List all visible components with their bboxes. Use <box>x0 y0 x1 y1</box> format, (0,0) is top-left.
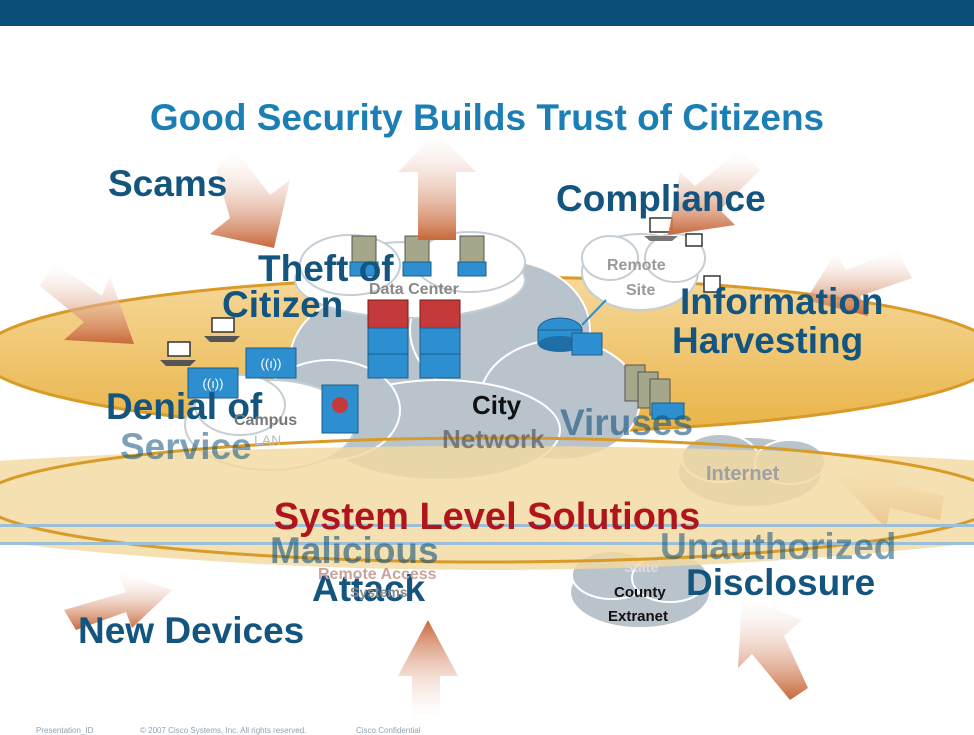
footer-presentation-id: Presentation_ID <box>36 726 94 735</box>
label-city-network-line2: Network <box>442 424 545 454</box>
laptop-icon <box>160 317 240 366</box>
threat-information-line2: Harvesting <box>672 320 864 361</box>
threat-theft-line2: Citizen <box>222 284 344 325</box>
threat-new-devices: New Devices <box>78 610 305 651</box>
blue-rule-line <box>0 542 974 545</box>
router-icon <box>537 299 607 356</box>
label-remote-site-line1: Remote <box>607 257 666 274</box>
label-campus-lan-line2: LAN <box>254 432 282 448</box>
security-ring-front <box>0 446 974 570</box>
system-level-solutions-banner: System Level Solutions <box>273 496 701 538</box>
label-remote-site-line2: Site <box>626 282 656 299</box>
label-city-network-line1: City <box>472 390 522 420</box>
server-icon <box>349 235 487 277</box>
core-switch-icon <box>321 384 359 434</box>
svg-text:((ı)): ((ı)) <box>261 356 282 371</box>
label-remote-access-line2: Systems <box>350 584 408 600</box>
svg-text:((ı)): ((ı)) <box>203 376 224 391</box>
page-title: Good Security Builds Trust of Citizens <box>149 97 825 138</box>
blue-rule-line <box>0 524 974 527</box>
footer-copyright: © 2007 Cisco Systems, Inc. All rights re… <box>140 726 307 735</box>
server-stack-icon <box>624 364 685 420</box>
top-bar <box>0 0 974 26</box>
footer-confidential: Cisco Confidential <box>356 726 421 735</box>
threat-disclosure-line1: Unauthorized <box>660 526 897 567</box>
wireless-access-point-icon: ((ı)) ((ı)) <box>187 347 297 399</box>
threat-scams: Scams <box>108 163 228 204</box>
threat-disclosure-line2: Disclosure <box>686 562 876 603</box>
label-campus-lan-line1: Campus <box>234 412 298 429</box>
label-remote-access-line1: Remote Access <box>318 566 437 583</box>
label-data-center: Data Center <box>369 281 459 298</box>
remote-site-devices-icon <box>644 217 721 293</box>
firewall-icon <box>367 299 461 379</box>
threat-denial-line1: Denial of <box>106 386 263 427</box>
threat-compliance: Compliance <box>556 178 766 219</box>
threat-viruses: Viruses <box>560 402 694 443</box>
label-extranet-line3: Extranet <box>608 608 669 625</box>
threat-theft-line1: Theft of <box>258 248 394 289</box>
security-ring-lower <box>0 436 974 564</box>
threat-malicious-line1: Malicious <box>270 530 439 571</box>
threat-information-line1: Information <box>680 281 884 322</box>
threat-denial-line2: Service <box>120 426 252 467</box>
remote-site-cloud <box>581 233 706 311</box>
label-internet: Internet <box>706 463 780 485</box>
label-extranet-line1: State <box>624 559 659 575</box>
threat-malicious-line2: Attack <box>312 568 426 609</box>
label-extranet-line2: County <box>614 584 666 601</box>
